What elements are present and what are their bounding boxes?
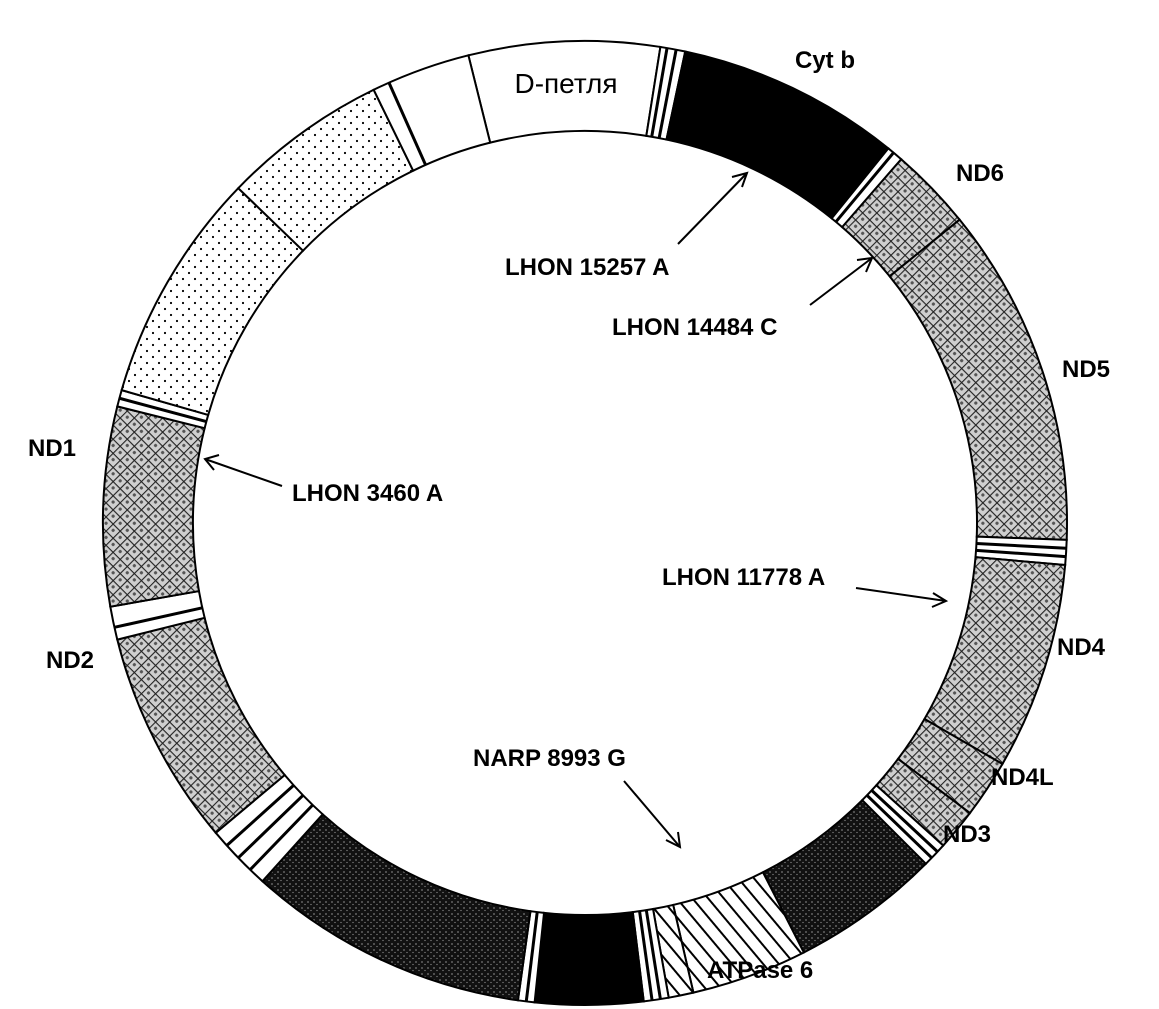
arrow-lhon-14484 xyxy=(809,256,874,306)
label-lhon-3460: LHON 3460 A xyxy=(292,480,443,507)
trna-line xyxy=(975,548,1066,559)
genome-ring xyxy=(102,40,1069,1006)
trna-line xyxy=(865,794,933,859)
arrow-lhon-11778 xyxy=(855,587,949,608)
arrow-narp-8993 xyxy=(623,780,682,849)
label-nd4: ND4 xyxy=(1057,634,1106,661)
label-nd1: ND1 xyxy=(28,435,76,462)
segment-cox2 xyxy=(533,910,645,1006)
trna-line xyxy=(644,909,662,1000)
label-nd2: ND2 xyxy=(46,647,94,674)
trna-line xyxy=(237,794,305,859)
label-nd5: ND5 xyxy=(1062,356,1110,383)
label-dloop: D-петля xyxy=(514,68,617,99)
trna-line xyxy=(834,151,895,223)
arrow-lhon-3460 xyxy=(203,454,283,487)
label-nd6: ND6 xyxy=(956,160,1004,187)
trna-line xyxy=(524,911,539,1002)
trna-line xyxy=(119,396,207,423)
label-lhon-14484: LHON 14484 C xyxy=(612,314,777,341)
segment-nd5 xyxy=(888,218,1069,541)
trna-line xyxy=(249,803,314,871)
trna-line xyxy=(976,542,1067,550)
segment-nd1 xyxy=(102,405,206,608)
label-cytb: Cyt b xyxy=(795,47,855,74)
label-atpase6: ATPase 6 xyxy=(707,957,813,984)
arrow-lhon-15257 xyxy=(677,171,749,245)
trna-line xyxy=(387,82,427,166)
label-lhon-15257: LHON 15257 A xyxy=(505,254,670,281)
segment-cox1 xyxy=(261,812,532,1002)
label-lhon-11778: LHON 11778 A xyxy=(662,564,825,591)
trna-line xyxy=(638,910,654,1001)
label-nd4l: ND4L xyxy=(991,764,1054,791)
trna-line xyxy=(225,784,295,847)
label-nd3: ND3 xyxy=(943,821,991,848)
trna-line xyxy=(657,49,678,139)
label-narp-8993: NARP 8993 G xyxy=(473,745,626,772)
trna-line xyxy=(650,47,669,137)
trna-line xyxy=(870,789,939,853)
trna-line xyxy=(114,606,203,629)
segment-trna-stripe xyxy=(372,54,492,173)
